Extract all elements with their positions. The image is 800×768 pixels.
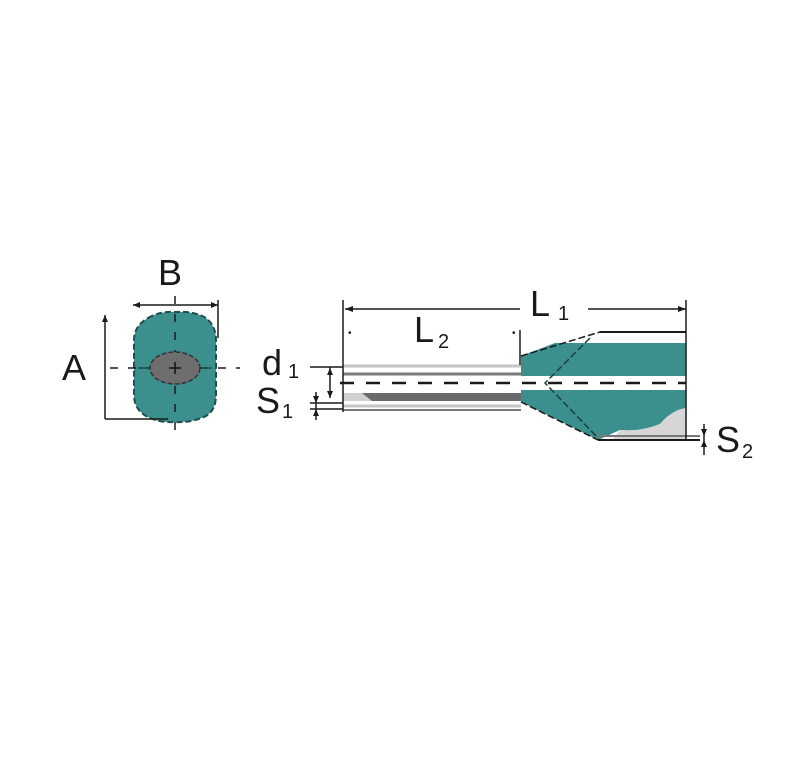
label-d1: d	[262, 342, 282, 383]
label-s2-subscript: 2	[742, 441, 753, 463]
label-d1-subscript: 1	[288, 361, 299, 383]
sleeve-body	[343, 365, 521, 410]
label-s1-subscript: 1	[282, 401, 293, 423]
side-view: L 1 • • L 2 d 1 S 1 S 2	[256, 283, 753, 463]
label-a: A	[62, 347, 86, 388]
label-l1: L	[530, 283, 550, 324]
label-s1: S	[256, 380, 280, 421]
label-l2-subscript: 2	[438, 331, 449, 353]
label-l2: L	[414, 309, 434, 350]
svg-text:•: •	[348, 328, 352, 339]
label-b: B	[158, 252, 182, 293]
label-s2: S	[716, 419, 740, 460]
front-view: B A	[62, 252, 240, 434]
svg-text:•: •	[512, 328, 516, 339]
label-l1-subscript: 1	[558, 303, 569, 325]
